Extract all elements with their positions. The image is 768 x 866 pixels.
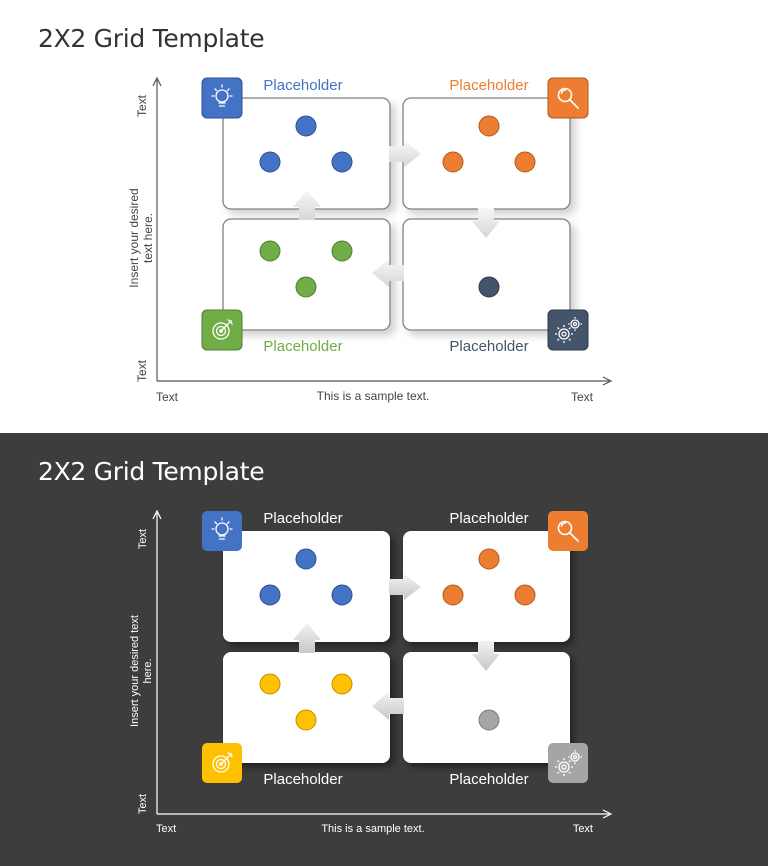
arrow-left [372, 259, 404, 287]
dots-bottom-left [259, 673, 353, 731]
dot [295, 115, 317, 137]
x-right-label: Text [571, 390, 594, 404]
x-center-label: This is a sample text. [321, 823, 424, 835]
dot [442, 584, 464, 606]
dot [478, 115, 500, 137]
arrow-right [389, 574, 421, 600]
dot [442, 151, 464, 173]
gears-icon [547, 309, 589, 351]
lightbulb-icon [202, 511, 242, 551]
quadrant-box-top-left [223, 531, 390, 642]
dot [259, 584, 281, 606]
x-left-label: Text [156, 390, 179, 404]
dots-top-right [442, 115, 536, 173]
quadrant-box-bottom-right [403, 652, 570, 763]
dot [331, 584, 353, 606]
y-top-label: Text [137, 529, 149, 549]
x-left-label: Text [156, 823, 176, 835]
quadrant-label-top-left: Placeholder [263, 77, 342, 94]
dot [295, 548, 317, 570]
y-axis-label: Insert your desired text here. [127, 188, 155, 287]
quadrant-label-top-left: Placeholder [263, 510, 342, 527]
arrow-left [372, 692, 404, 720]
dots-bottom-right [478, 709, 500, 731]
quadrant-label-top-right: Placeholder [449, 510, 528, 527]
dot [295, 709, 317, 731]
quadrant-label-bottom-right: Placeholder [449, 771, 528, 788]
dot [259, 240, 281, 262]
svg-text:Insert your desired text: Insert your desired text [129, 615, 141, 727]
x-axis-arrowhead [602, 376, 613, 386]
dot [259, 673, 281, 695]
quadrant-label-bottom-right: Placeholder [449, 338, 528, 355]
quadrant-label-bottom-left: Placeholder [263, 338, 342, 355]
dots-top-right [442, 548, 536, 606]
dots-top-left [259, 115, 353, 173]
dot [478, 276, 500, 298]
dots-bottom-left [259, 240, 353, 298]
y-bottom-label: Text [137, 794, 149, 814]
dot [295, 276, 317, 298]
y-bottom-label: Text [135, 359, 149, 382]
magnifier-icon [548, 511, 588, 551]
dot [514, 151, 536, 173]
slide-title: 2X2 Grid Template [38, 24, 265, 53]
quadrant-box-top-right [402, 97, 571, 210]
arrow-up [293, 623, 321, 653]
arrow-up [293, 190, 321, 220]
gears-icon [548, 743, 588, 783]
grid-diagram: Text Text Insert your desired text here.… [129, 509, 613, 835]
lightbulb-icon [201, 77, 243, 119]
dot [478, 709, 500, 731]
target-icon [202, 743, 242, 783]
slide-dark: 2X2 Grid Template Text Text Insert your … [0, 433, 768, 866]
quadrant-label-bottom-left: Placeholder [263, 771, 342, 788]
y-axis-label: Insert your desired text here. [129, 615, 154, 727]
dots-top-left [259, 548, 353, 606]
grid-diagram: Text Text Insert your desired text here.… [127, 76, 613, 404]
x-axis-arrowhead [602, 809, 613, 819]
dot [331, 240, 353, 262]
target-icon [201, 309, 243, 351]
quadrant-label-top-right: Placeholder [449, 77, 528, 94]
slide-light: 2X2 Grid Template Text Text Insert your … [38, 24, 613, 404]
quadrant-box-bottom-left [223, 652, 390, 763]
arrow-right [389, 141, 421, 167]
dots-bottom-right [478, 276, 500, 298]
dot [259, 151, 281, 173]
y-axis-arrowhead [152, 509, 162, 520]
dot [331, 673, 353, 695]
x-right-label: Text [573, 823, 593, 835]
dot [514, 584, 536, 606]
x-center-label: This is a sample text. [317, 389, 430, 403]
arrow-down [472, 208, 500, 238]
svg-text:text here.: text here. [141, 213, 155, 263]
dot [331, 151, 353, 173]
dot [478, 548, 500, 570]
quadrant-box-top-right [403, 531, 570, 642]
arrow-down [472, 641, 500, 671]
slide-title: 2X2 Grid Template [38, 457, 265, 486]
magnifier-icon [547, 77, 589, 119]
svg-text:here.: here. [142, 658, 154, 683]
y-axis-arrowhead [152, 76, 162, 87]
y-top-label: Text [135, 94, 149, 117]
quadrant-box-bottom-left [222, 218, 391, 331]
svg-text:Insert your desired: Insert your desired [127, 188, 141, 287]
